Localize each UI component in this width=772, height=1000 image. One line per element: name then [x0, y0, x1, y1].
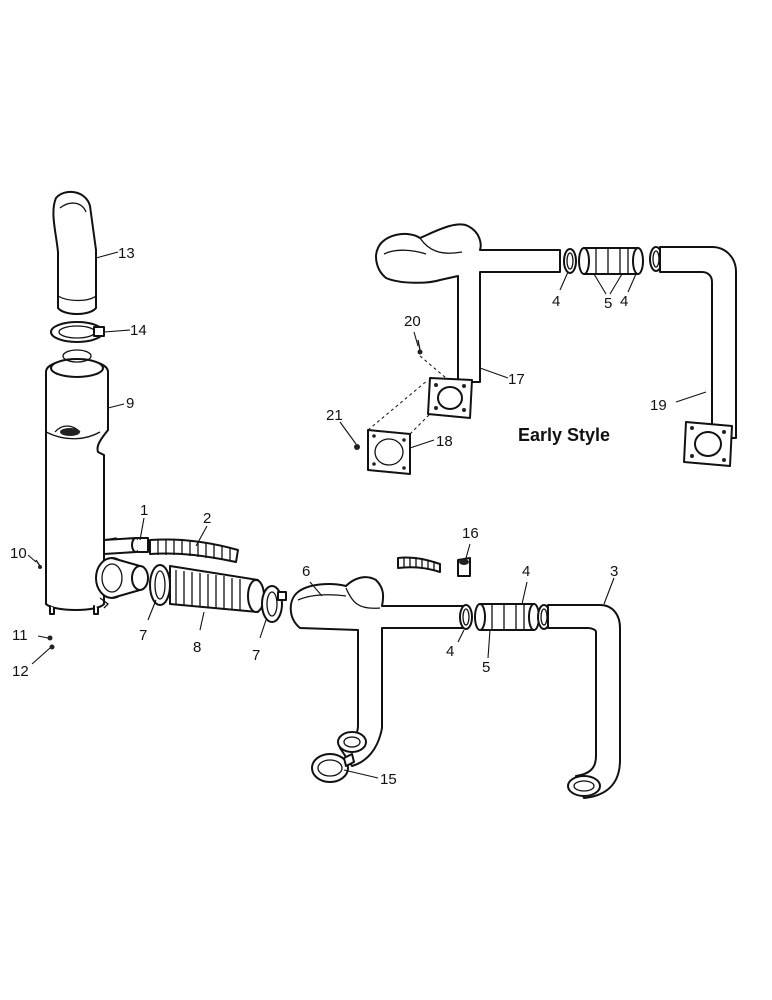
stack-clamp: [50, 321, 105, 343]
tube-clamp-left: [149, 564, 171, 606]
early-ring-clamp-left: [563, 248, 577, 274]
gasket: [367, 429, 411, 475]
flex-tube: [169, 565, 265, 613]
hose-fitting: [457, 557, 471, 577]
callout-18: 18: [436, 433, 453, 450]
callout-21: 21: [326, 407, 343, 424]
small-nipple: [103, 537, 149, 555]
leader-lines: [27, 251, 707, 779]
assembly-line-gasket: [367, 379, 431, 435]
callout-10: 10: [10, 545, 27, 562]
callout-7-right: 7: [252, 647, 260, 664]
callout-15: 15: [380, 771, 397, 788]
callout-5-upper: 5: [604, 295, 612, 312]
nut: [49, 644, 55, 650]
early-nut: [354, 444, 360, 450]
early-pipe-flange: [683, 421, 733, 467]
callout-6: 6: [302, 563, 310, 580]
callout-2: 2: [203, 510, 211, 527]
callout-labels: 13 14 9 1 2 10 7 8 7 11 12 6 16 4 3 4 5 …: [10, 245, 667, 788]
callout-4-lower-left: 4: [446, 643, 454, 660]
callout-12: 12: [12, 663, 29, 680]
callout-4-upper-left: 4: [552, 293, 560, 310]
early-flange: [427, 377, 473, 419]
callout-16: 16: [462, 525, 479, 542]
early-exhaust-pipe-elbow: [659, 246, 737, 439]
callout-11: 11: [12, 627, 28, 644]
stack-pipe: [52, 190, 97, 315]
callout-1: 1: [140, 502, 148, 519]
callout-20: 20: [404, 313, 421, 330]
callout-7-left: 7: [139, 627, 147, 644]
callout-17: 17: [508, 371, 525, 388]
callout-14: 14: [130, 322, 147, 339]
callout-9: 9: [126, 395, 134, 412]
exhaust-pipe-elbow: [547, 604, 621, 799]
tube-clamp-right: [261, 585, 287, 623]
flex-hose: [149, 538, 239, 563]
callout-3: 3: [610, 563, 618, 580]
early-sleeve-coupling: [578, 247, 644, 275]
loose-flex-hose: [397, 556, 441, 573]
callout-19: 19: [650, 397, 667, 414]
callout-13: 13: [118, 245, 135, 262]
muffler: [45, 349, 117, 615]
callout-4-upper-right: 4: [620, 293, 628, 310]
bolt: [47, 635, 53, 641]
early-tee-elbow: [375, 223, 561, 383]
callout-8: 8: [193, 639, 201, 656]
early-bolt: [417, 339, 447, 379]
callout-4-lower-right: 4: [522, 563, 530, 580]
muffler-outlet: [95, 557, 149, 599]
callout-5-lower: 5: [482, 659, 490, 676]
drain-fitting: [35, 559, 42, 569]
hose-clamp: [311, 753, 355, 783]
sleeve-coupling: [474, 603, 540, 631]
tee-elbow: [289, 576, 465, 767]
ring-clamp-left: [459, 604, 473, 630]
early-style-heading: Early Style: [518, 425, 610, 445]
